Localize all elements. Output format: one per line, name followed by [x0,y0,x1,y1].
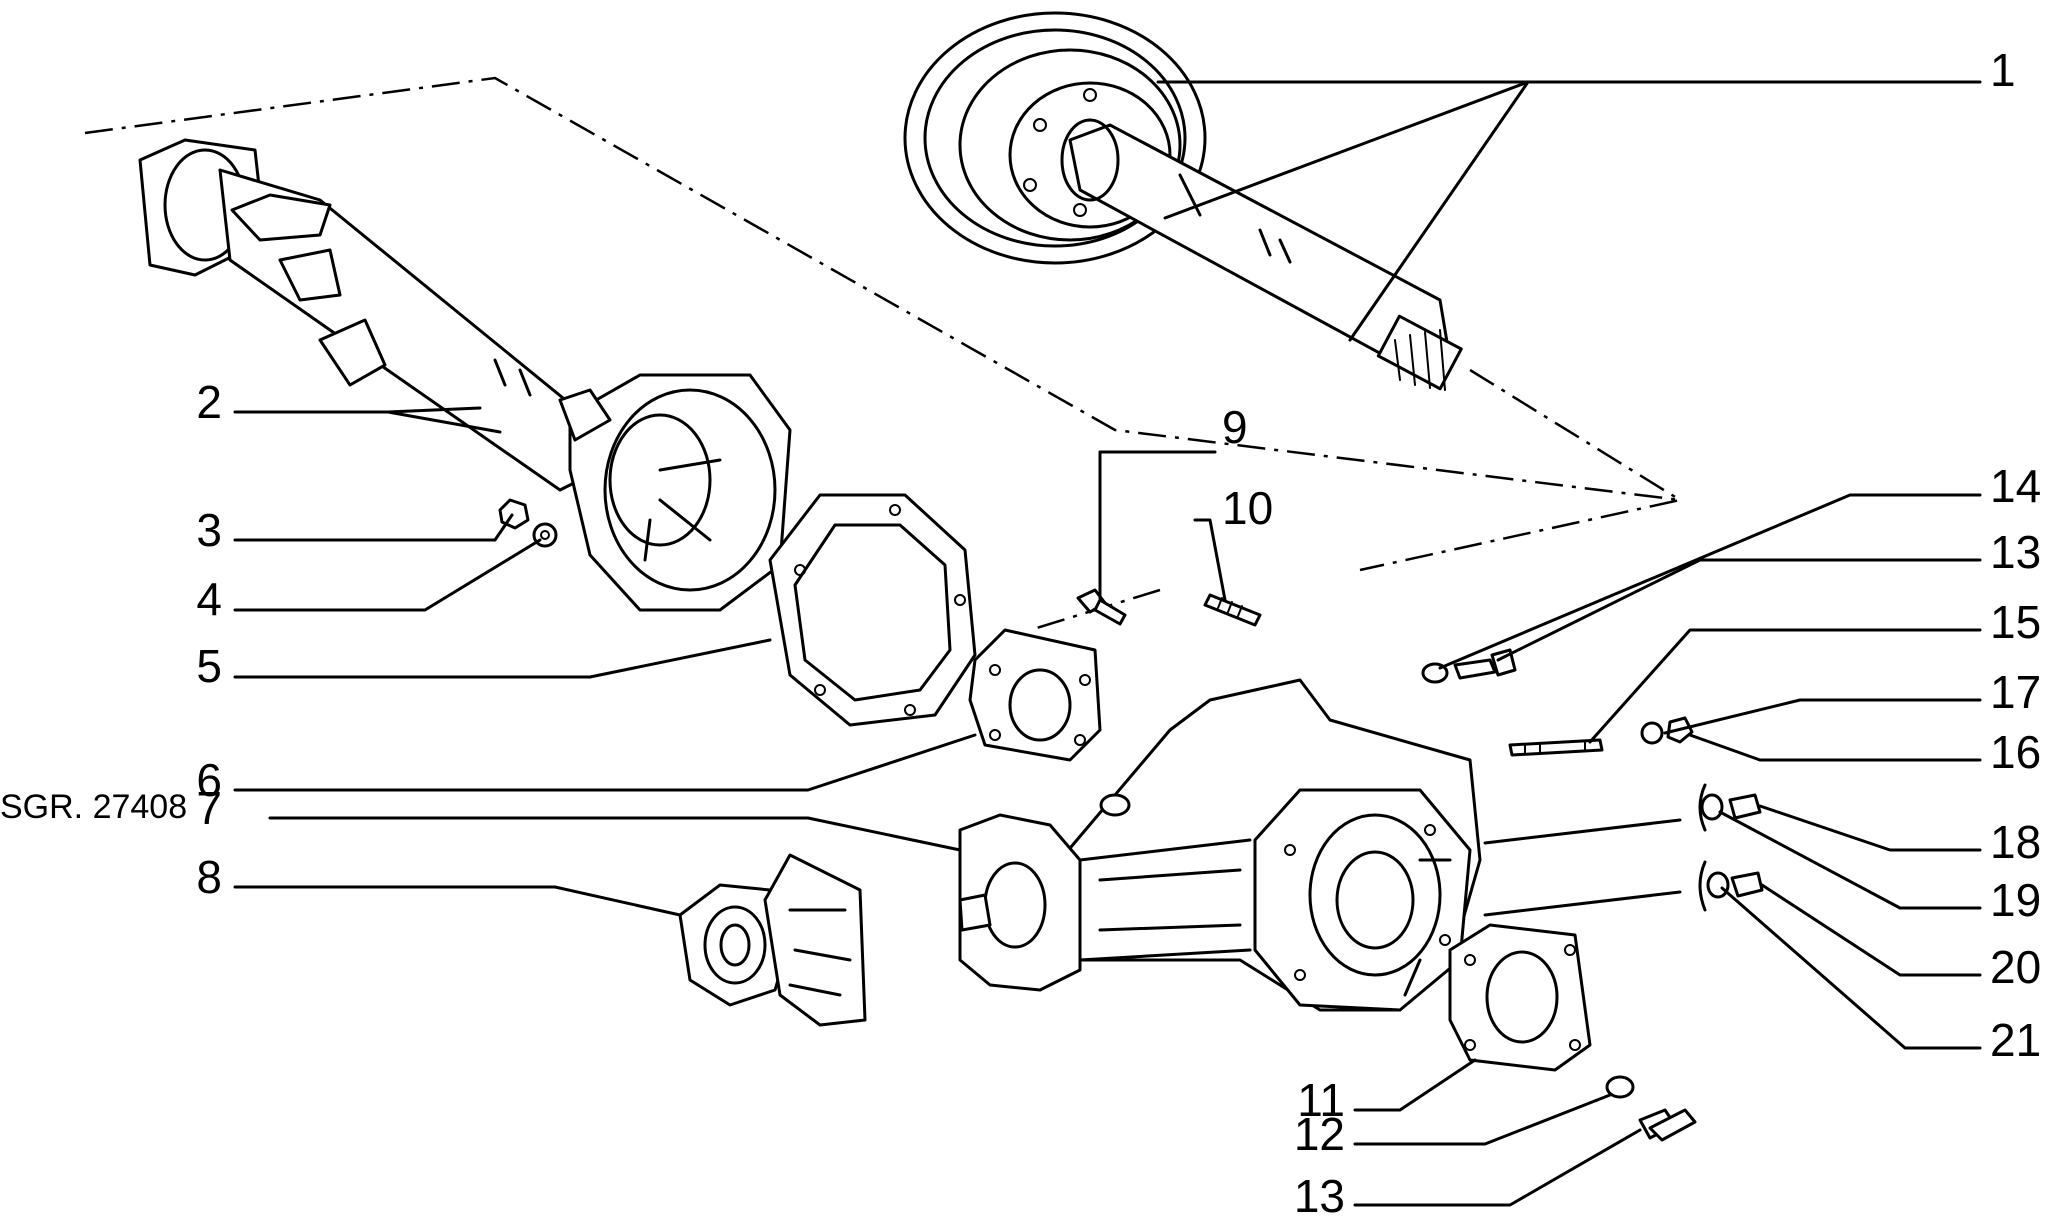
label-15: 15 [1990,596,2041,648]
label-8: 8 [196,851,222,903]
part-nut-washer [498,498,558,548]
part-plugs-washers [1698,783,1764,912]
label-1: 1 [1990,44,2016,96]
part-axle-housing [138,138,792,612]
label-7: 7 [196,782,222,834]
label-14: 14 [1990,460,2041,512]
label-10: 10 [1222,482,1273,534]
part-differential-housing [958,678,1482,1012]
label-3: 3 [196,504,222,556]
label-20: 20 [1990,941,2041,993]
label-13-top: 13 [1990,526,2041,578]
part-long-stud-nut [1508,716,1694,757]
label-19: 19 [1990,874,2041,926]
label-11: 11 [1297,1074,1345,1126]
label-9: 9 [1222,401,1248,453]
part-side-gasket [1448,923,1592,1072]
part-gasket [768,493,977,727]
part-brake-drum-shaft [903,11,1463,391]
part-labels: 1 2 3 4 5 6 SGR. 27408 7 8 9 10 11 12 13… [0,44,2041,1220]
leader-lines [233,80,1982,1207]
label-6: 6 [196,754,222,806]
label-2: 2 [196,376,222,428]
part-bolt-stud [1076,588,1262,627]
reference-code: SGR. 27408 [0,788,187,826]
part-flange-plate [968,628,1102,762]
label-16: 16 [1990,726,2041,778]
label-5: 5 [196,640,222,692]
part-washer-bolt-bottom [1605,1075,1697,1142]
label-18: 18 [1990,816,2041,868]
part-mounting-bracket [678,853,867,1027]
label-4: 4 [196,573,222,625]
part-washer-bolt-upper [1421,648,1517,684]
label-12: 12 [1294,1108,1345,1160]
label-17: 17 [1990,666,2041,718]
label-13-bottom: 13 [1294,1170,1345,1220]
label-21: 21 [1990,1014,2041,1066]
